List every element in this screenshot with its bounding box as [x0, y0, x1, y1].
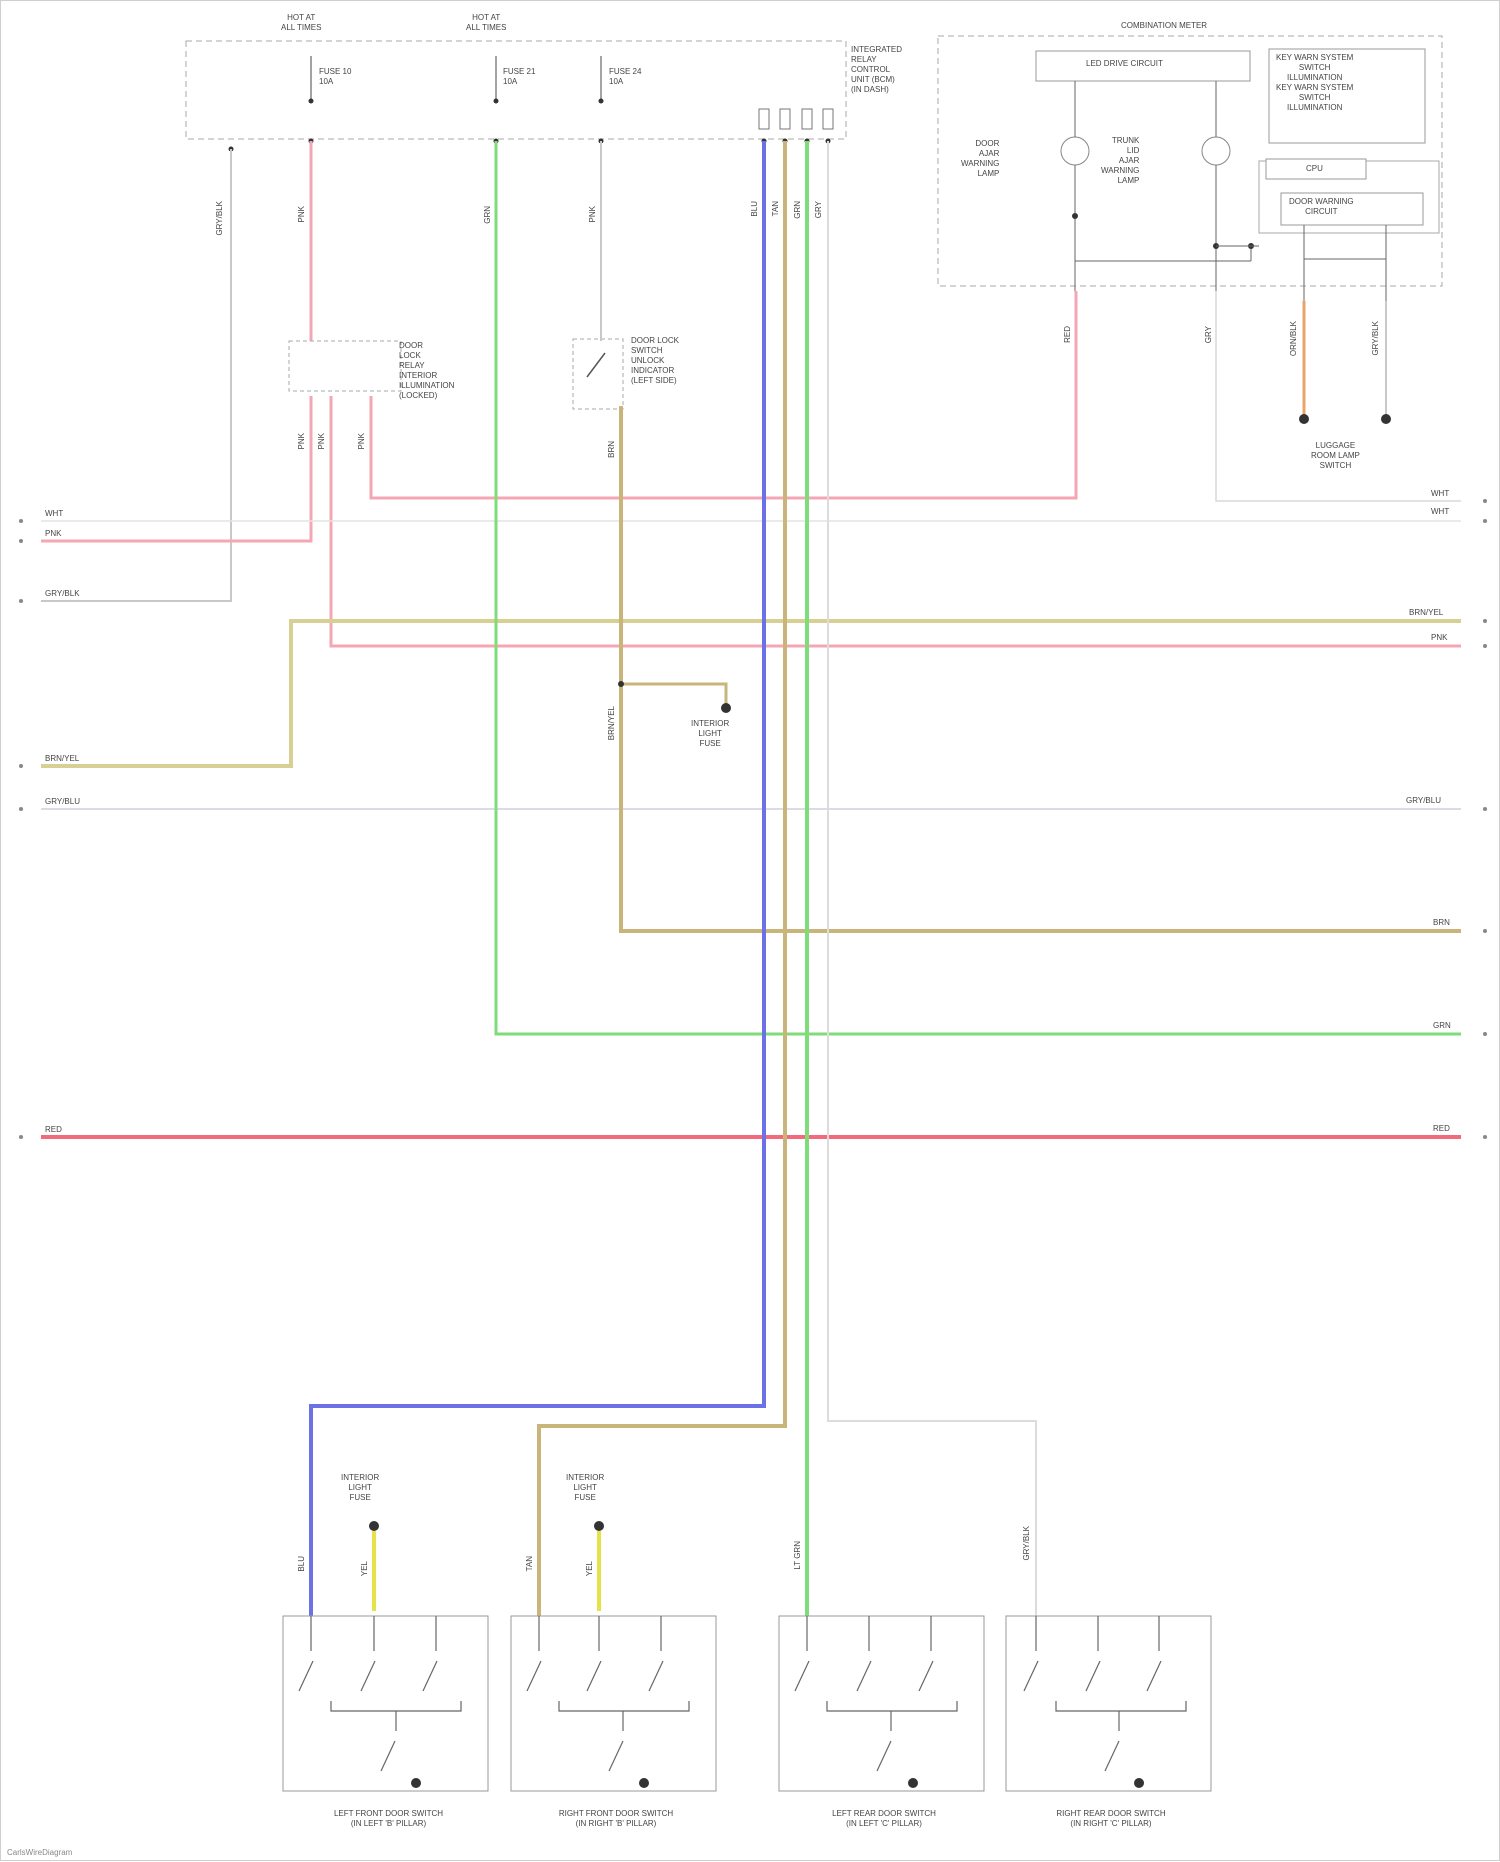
wire-tag-14: BRN/YEL — [607, 706, 616, 740]
wire-tag-4: PNK — [588, 206, 597, 222]
switch-lamp-label-2: INTERIOR LIGHT FUSE — [566, 1473, 604, 1503]
switch-tag-6: GRY/BLK — [1022, 1526, 1031, 1561]
wire-tag-8: GRY — [814, 201, 823, 218]
switch-caption-2: RIGHT FRONT DOOR SWITCH (IN RIGHT 'B' PI… — [516, 1809, 716, 1829]
right-wire-label-5: GRY/BLU — [1406, 796, 1441, 806]
switch-lamp-label-1: INTERIOR LIGHT FUSE — [341, 1473, 379, 1503]
door-lock-switch-contact — [587, 353, 605, 377]
right-wire-label-3: BRN/YEL — [1409, 608, 1443, 618]
wire-tag-13: BRN — [607, 441, 616, 458]
relay-outline — [289, 341, 401, 391]
right-wire-label-2: WHT — [1431, 507, 1449, 517]
door-ajar-lamp-label: DOOR AJAR WARNING LAMP — [961, 139, 999, 179]
lamp-socket-label: INTERIOR LIGHT FUSE — [691, 719, 729, 749]
switch-caption-4: RIGHT REAR DOOR SWITCH (IN RIGHT 'C' PIL… — [1011, 1809, 1211, 1829]
left-wire-label-4: BRN/YEL — [45, 754, 79, 764]
fuse-drops — [311, 56, 601, 101]
wire-tag-3: GRN — [483, 206, 492, 224]
gry-blk-wire — [41, 149, 231, 601]
grn-wire — [496, 141, 1461, 1034]
door-lock-switch-label: DOOR LOCK SWITCH UNLOCK INDICATOR (LEFT … — [631, 336, 679, 386]
pnk-left-wire — [41, 396, 311, 541]
door-switch-internals — [299, 1616, 1186, 1771]
left-wire-label-6: RED — [45, 1125, 62, 1135]
lamp-relay-label: DOOR LOCK RELAY INTERIOR ILLUMINATION (L… — [399, 341, 454, 401]
brn-lamp-branch — [621, 684, 726, 706]
door-switch-boxes — [283, 1616, 1211, 1791]
wire-tag-17: PNK — [357, 433, 366, 449]
wire-tag-9: RED — [1063, 326, 1072, 343]
left-wire-label-5: GRY/BLU — [45, 797, 80, 807]
left-wire-label-2: PNK — [45, 529, 61, 539]
switch-tag-3: TAN — [525, 1556, 534, 1571]
switch-tag-5: LT GRN — [793, 1541, 802, 1570]
wire-tag-5: BLU — [750, 201, 759, 217]
wire-tag-7: GRN — [793, 201, 802, 219]
bcm-label: INTEGRATED RELAY CONTROL UNIT (BCM) (IN … — [851, 45, 902, 95]
wire-tag-6: TAN — [771, 201, 780, 216]
cpu-label: CPU — [1306, 164, 1323, 174]
wire-tag-15: PNK — [297, 433, 306, 449]
right-wire-label-4: PNK — [1431, 633, 1447, 643]
edge-markers — [19, 499, 1487, 1139]
brn-wire — [621, 406, 1461, 931]
door-ajar-lamp-icon — [1061, 137, 1089, 165]
switch-caption-3: LEFT REAR DOOR SWITCH (IN LEFT 'C' PILLA… — [784, 1809, 984, 1829]
pnk-meter-wire — [371, 291, 1076, 498]
luggage-lamp-label: LUGGAGE ROOM LAMP SWITCH — [1311, 441, 1360, 471]
fuse-block-outline — [186, 41, 846, 139]
switch-tag-2: YEL — [360, 1561, 369, 1576]
trunk-ajar-lamp-label: TRUNK LID AJAR WARNING LAMP — [1101, 136, 1139, 186]
wire-tag-12: GRY/BLK — [1371, 321, 1380, 356]
right-wire-label-6: BRN — [1433, 918, 1450, 928]
fuse-b-label: FUSE 21 10A — [503, 67, 535, 87]
wire-tag-1: GRY/BLK — [215, 201, 224, 236]
right-wire-label-8: RED — [1433, 1124, 1450, 1134]
switch-grounds — [411, 1778, 1144, 1788]
door-lock-switch-outline — [573, 339, 623, 409]
wire-tag-11: ORN/BLK — [1289, 321, 1298, 356]
switch-tag-4: YEL — [585, 1561, 594, 1576]
combination-meter-title: COMBINATION METER — [1121, 21, 1207, 31]
left-wire-label-1: WHT — [45, 509, 63, 519]
wire-tag-10: GRY — [1204, 326, 1213, 343]
lamp-ground-left — [1299, 414, 1309, 424]
fuse-a-label: FUSE 10 10A — [319, 67, 351, 87]
lamp-socket-ground — [721, 703, 731, 713]
hot-label-right: HOT AT ALL TIMES — [466, 13, 506, 33]
led-driver-label: LED DRIVE CIRCUIT — [1086, 59, 1163, 69]
hot-label-left: HOT AT ALL TIMES — [281, 13, 321, 33]
fuse-c-label: FUSE 24 10A — [609, 67, 641, 87]
door-warning-circuit-label: DOOR WARNING CIRCUIT — [1289, 197, 1354, 217]
right-wire-label-1: WHT — [1431, 489, 1449, 499]
wire-tag-16: PNK — [317, 433, 326, 449]
left-wire-label-3: GRY/BLK — [45, 589, 80, 599]
warning-switch-label: KEY WARN SYSTEM SWITCH ILLUMINATION KEY … — [1276, 53, 1353, 113]
trunk-ajar-lamp-icon — [1202, 137, 1230, 165]
wire-tag-2: PNK — [297, 206, 306, 222]
brn-yel-wire — [41, 621, 1461, 766]
blu-wire — [311, 141, 764, 1616]
gry-blk-switch-wire — [828, 141, 1036, 1616]
switch-tag-1: BLU — [297, 1556, 306, 1572]
watermark: CarlsWireDiagram — [7, 1848, 72, 1857]
right-wire-label-7: GRN — [1433, 1021, 1451, 1031]
switch-caption-1: LEFT FRONT DOOR SWITCH (IN LEFT 'B' PILL… — [291, 1809, 486, 1829]
lamp-ground-right — [1381, 414, 1391, 424]
